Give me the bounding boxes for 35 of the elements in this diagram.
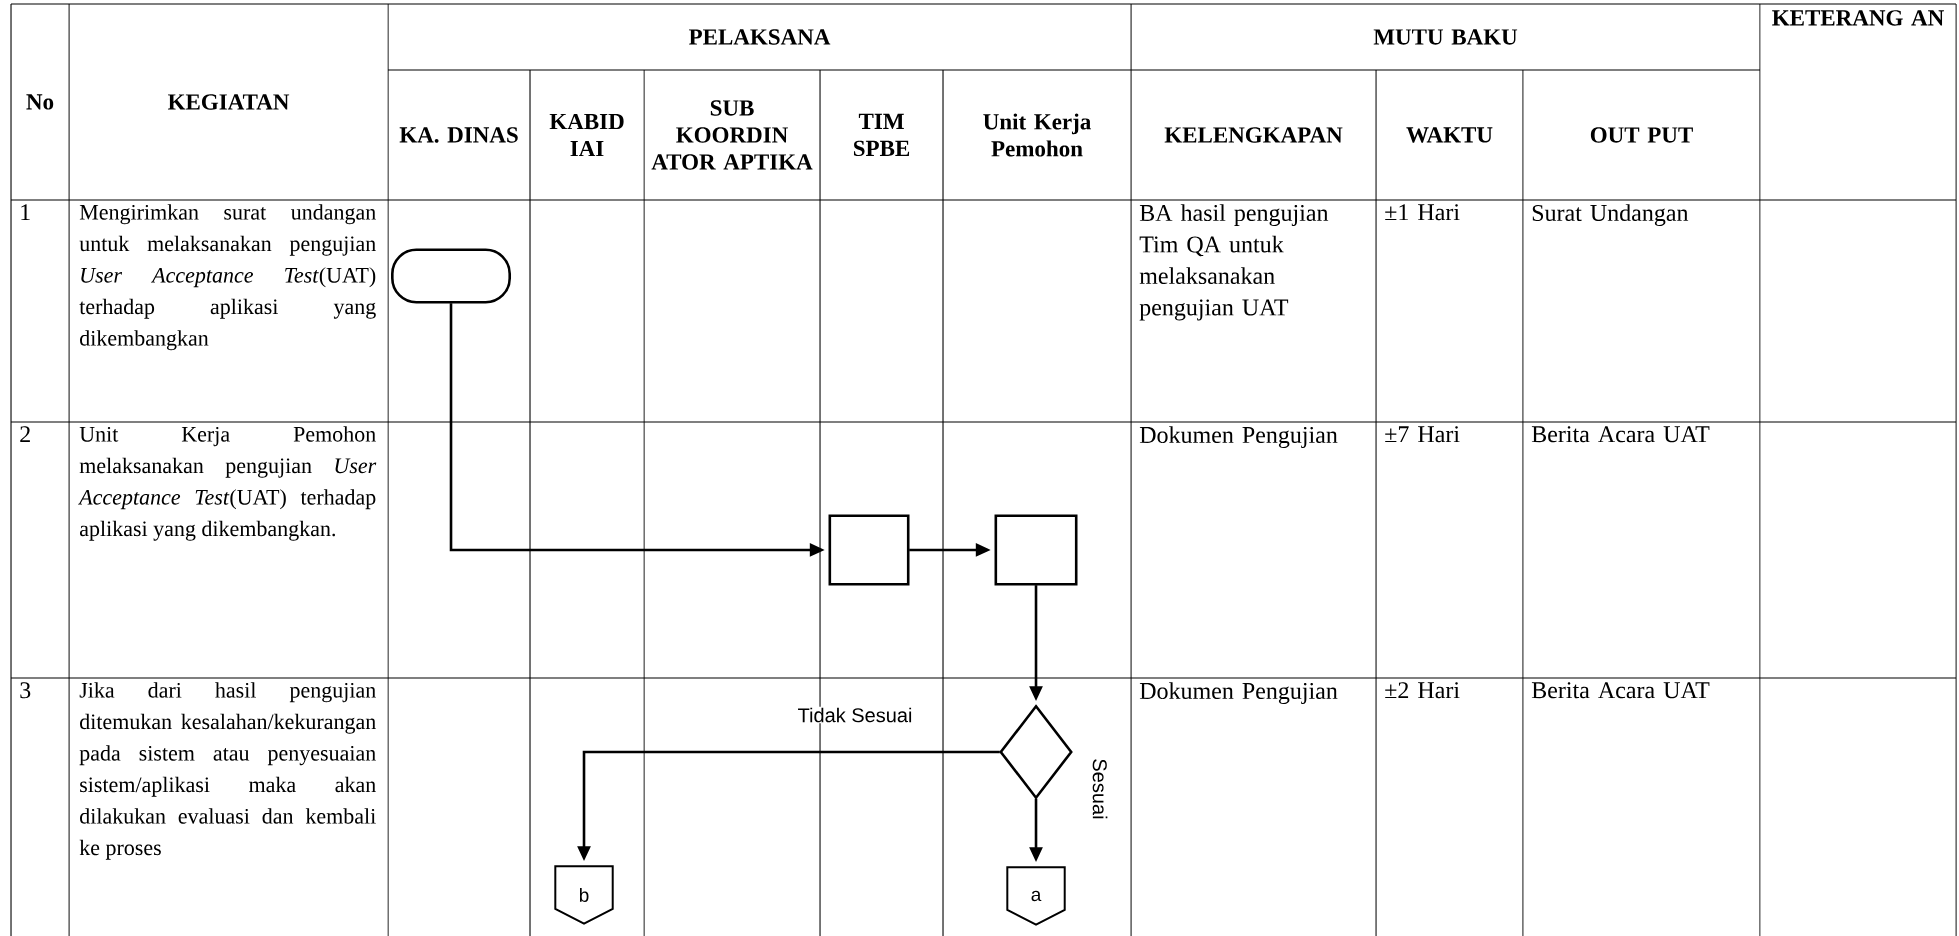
table-text: BA hasil pengujian Tim QA untuk melaksanakan pengujian UAT (1139, 204, 1329, 321)
table-text: ±2 Hari (1385, 682, 1460, 699)
column-header: KEGIATAN (168, 94, 290, 110)
process-box (994, 514, 1078, 586)
column-header: MUTU BAKU (1373, 29, 1518, 45)
row-number: 1 (21, 204, 30, 221)
table-text: Surat Undangan (1532, 204, 1689, 226)
row-number: 2 (20, 426, 30, 443)
offpage-connector: a (1006, 866, 1066, 926)
column-header: KABID IAI (549, 113, 624, 157)
column-header: PELAKSANA (689, 29, 831, 45)
column-header: KETERANG AN (1772, 10, 1944, 26)
row-number: 3 (20, 682, 31, 699)
process-box (828, 514, 910, 586)
table-text: ±7 Hari (1385, 426, 1460, 443)
activity-text: Mengirimkan surat undangan untuk melaksanakan pengujian User Acceptance Test(UAT) terhadap aplikasi yang dikembangkan (79, 204, 376, 351)
offpage-connector: b (554, 865, 614, 925)
column-header: Unit Kerja Pemohon (983, 113, 1091, 157)
activity-text: Jika dari hasil pengujian ditemukan kesalahan/kekurangan pada sistem atau penyesuaian sistem/aplikasi maka akan dilakukan evaluasi dan kembali ke proses (79, 682, 376, 860)
terminator-box (391, 248, 511, 304)
column-header: No (26, 94, 54, 110)
column-header: SUB KOORDIN ATOR APTIKA (651, 100, 813, 170)
table-text: Dokumen Pengujian (1139, 426, 1338, 448)
table-text: ±1 Hari (1385, 204, 1460, 221)
table-text: Berita Acara UAT (1531, 682, 1710, 699)
edge-label: Sesuai (1091, 757, 1109, 821)
column-header: TIM SPBE (854, 113, 910, 157)
column-header: OUT PUT (1590, 127, 1693, 143)
column-header: KELENGKAPAN (1164, 127, 1343, 143)
table-text: Berita Acara UAT (1531, 426, 1710, 443)
column-header: WAKTU (1406, 127, 1493, 143)
edge-label: Tidak Sesuai (796, 706, 914, 724)
column-header: KA. DINAS (399, 127, 518, 143)
activity-text: Unit Kerja Pemohon melaksanakan pengujian User Acceptance Test(UAT) terhadap aplikasi yang dikembangkan. (78, 426, 377, 541)
table-text: Dokumen Pengujian (1139, 682, 1338, 704)
